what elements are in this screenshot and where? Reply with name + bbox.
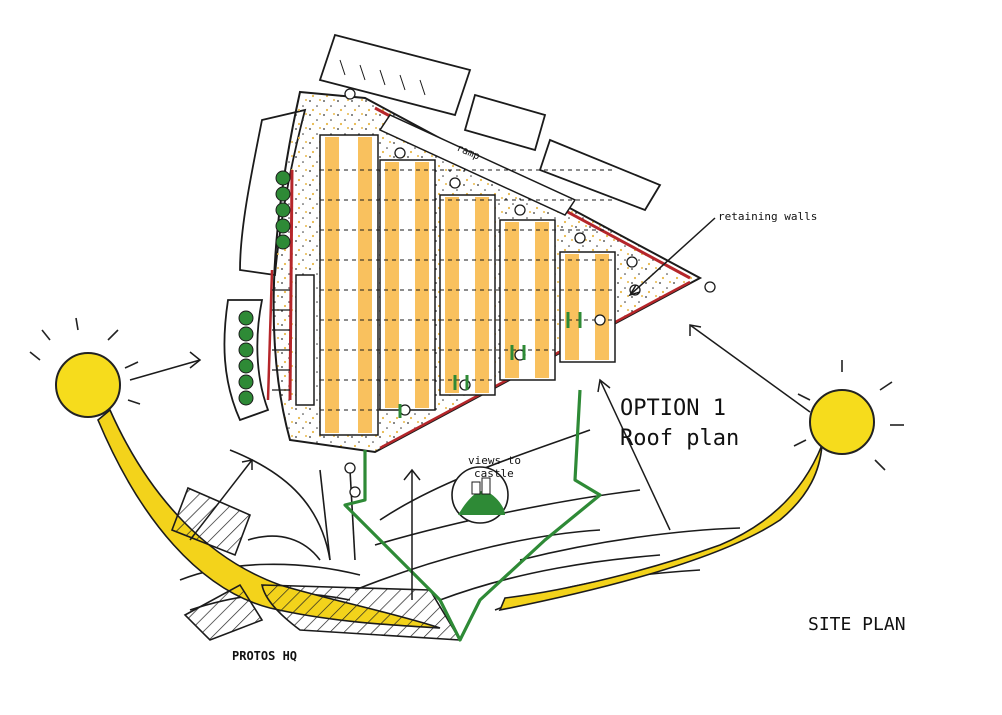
sun-icon xyxy=(55,352,121,418)
tree-icon xyxy=(238,390,254,406)
green-posts xyxy=(398,312,582,418)
tree-icon xyxy=(238,358,254,374)
sun-icon xyxy=(809,389,875,455)
solar-stripes xyxy=(325,137,609,433)
roof-plan-label: Roof plan xyxy=(620,426,739,451)
castle-label: castle xyxy=(474,467,514,480)
tree-row-lower xyxy=(238,310,254,406)
hatched-areas xyxy=(170,486,462,641)
views-to-label: views to xyxy=(468,454,521,467)
tree-icon xyxy=(275,170,291,186)
green-route xyxy=(343,389,602,642)
sun-left xyxy=(29,317,141,418)
tree-icon xyxy=(238,342,254,358)
panel-dashes xyxy=(320,169,615,411)
tree-icon xyxy=(275,234,291,250)
sun-right xyxy=(793,360,904,471)
tree-icon xyxy=(238,326,254,342)
tree-icon xyxy=(238,310,254,326)
castle-icon xyxy=(451,466,509,524)
retaining-walls-label: retaining walls xyxy=(718,210,817,223)
tree-icon xyxy=(238,374,254,390)
adjacent-buildings xyxy=(223,33,662,422)
tree-icon xyxy=(275,202,291,218)
option-label: OPTION 1 xyxy=(620,396,726,421)
arrows xyxy=(129,217,811,600)
tree-icon xyxy=(275,218,291,234)
tree-row-upper xyxy=(275,170,291,250)
site-plan-label: SITE PLAN xyxy=(808,614,906,635)
tree-icon xyxy=(275,186,291,202)
protos-hq-label: PROTOS HQ xyxy=(232,649,297,663)
